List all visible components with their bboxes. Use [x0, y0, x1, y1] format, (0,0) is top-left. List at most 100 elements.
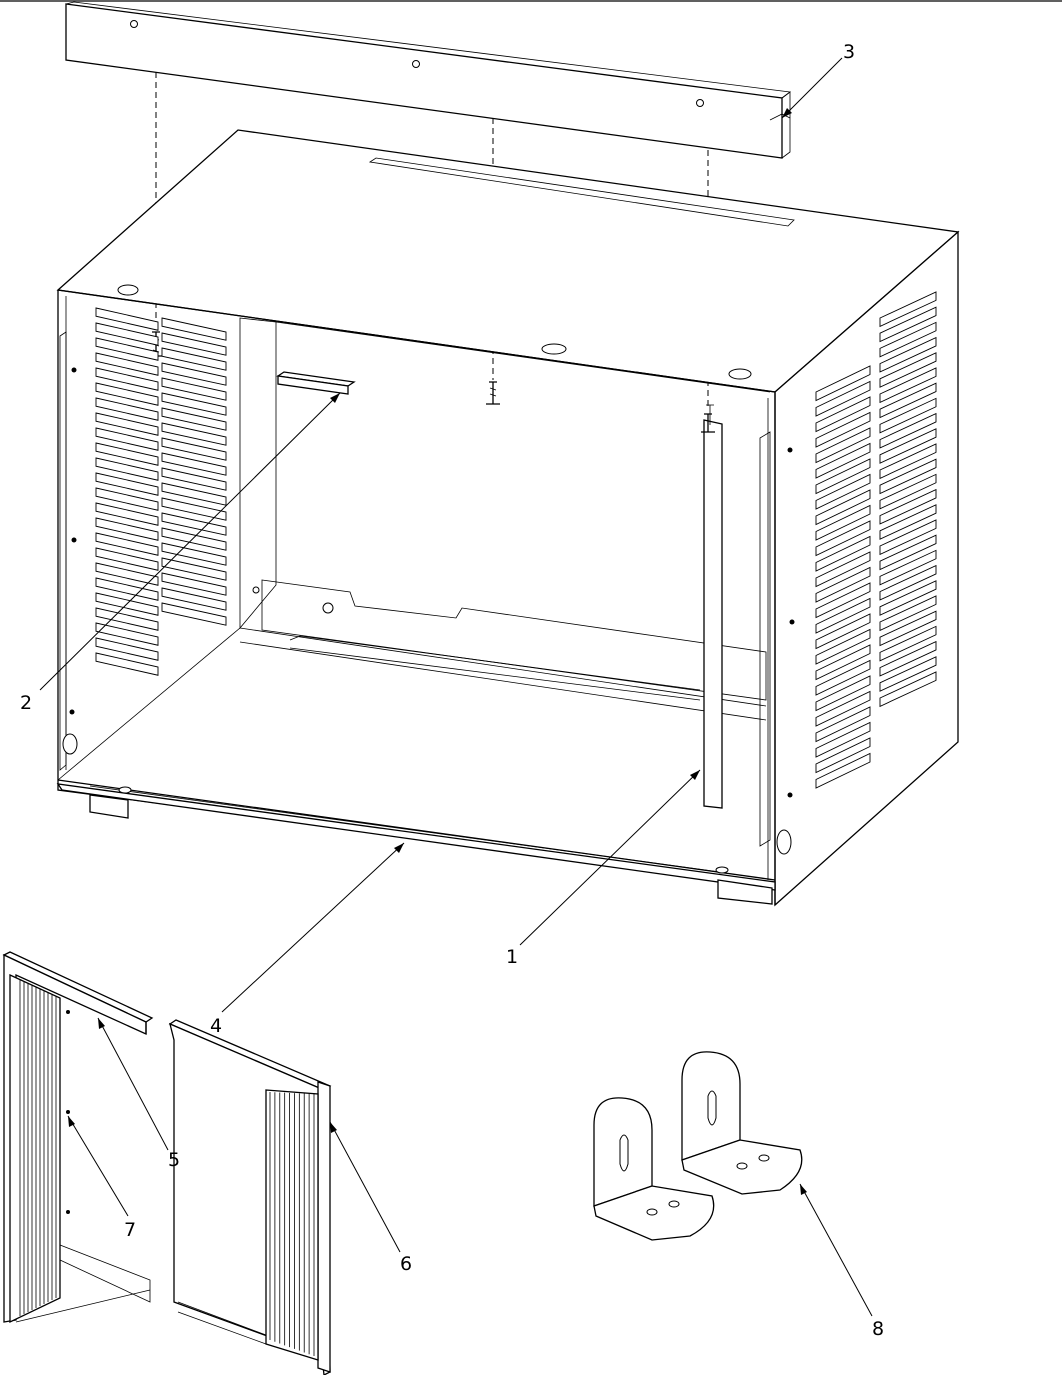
louver-slat	[95, 382, 159, 406]
louver-slat	[161, 437, 227, 461]
louver-slat	[95, 577, 159, 601]
louver-slat	[95, 637, 159, 661]
louver-slat	[879, 580, 937, 616]
louver-slat	[95, 517, 159, 541]
callout-5-label: 5	[168, 1149, 180, 1171]
callout-leaders	[39, 57, 873, 1317]
louver-slat	[161, 557, 227, 581]
callout-7-label: 7	[124, 1219, 136, 1241]
louver-slat	[161, 422, 227, 446]
right-panel-ribs	[269, 1092, 315, 1356]
louver-slat	[815, 644, 871, 681]
callout-6-label: 6	[400, 1253, 412, 1275]
louver-slat	[161, 362, 227, 386]
louver-slat	[815, 582, 871, 619]
screw-center	[486, 381, 500, 405]
louver-slat	[879, 367, 937, 404]
louver-slat	[815, 566, 871, 603]
top-rail-part	[65, 1, 792, 159]
callout-1-label: 1	[506, 946, 518, 968]
louver-slat	[815, 442, 871, 479]
louver-slat	[879, 671, 937, 708]
louver-slat	[815, 365, 871, 402]
louver-slat	[815, 628, 871, 665]
louver-slat	[161, 407, 227, 431]
louver-slat	[161, 602, 227, 626]
louver-slat	[815, 690, 871, 727]
louver-slat	[95, 547, 159, 571]
louver-slat	[95, 607, 159, 631]
louver-slat	[879, 336, 937, 373]
callout-2-label: 2	[20, 692, 32, 714]
louver-slat	[879, 488, 937, 525]
louver-slat	[879, 504, 937, 540]
callout-8-label: 8	[872, 1318, 884, 1340]
louver-slat	[815, 551, 871, 588]
louver-slat	[815, 473, 871, 510]
louver-slat	[879, 625, 937, 662]
louver-slat	[815, 659, 871, 696]
callout-4-label: 4	[210, 1015, 222, 1037]
mounting-bracket-rear	[681, 1051, 803, 1195]
louver-slat	[95, 652, 159, 676]
louver-slat	[879, 534, 937, 571]
louver-slat	[161, 572, 227, 596]
mounting-bracket-front	[593, 1097, 715, 1241]
louver-slat	[161, 452, 227, 476]
louver-slat	[815, 427, 871, 464]
louver-slat	[879, 458, 937, 495]
louver-slat	[879, 412, 937, 449]
louver-slat	[815, 721, 871, 758]
louver-slat	[95, 487, 159, 511]
louver-slat	[161, 467, 227, 491]
louver-slat	[879, 549, 937, 586]
louver-slat	[95, 322, 159, 346]
louver-slat	[95, 307, 159, 331]
louver-slat	[161, 542, 227, 566]
louver-slat	[95, 502, 159, 526]
louver-slat	[161, 347, 227, 371]
louver-slat	[95, 532, 159, 556]
louver-slat	[879, 595, 937, 632]
louver-slat	[815, 597, 871, 634]
callout-3-label: 3	[843, 41, 855, 63]
louver-slat	[815, 489, 871, 526]
louver-slat	[879, 428, 937, 464]
louver-slat	[815, 752, 871, 789]
louver-slat	[95, 472, 159, 496]
right-louvers-front	[815, 365, 871, 789]
louver-slat	[879, 473, 937, 510]
left-panel-ribs	[19, 980, 57, 1316]
louver-slat	[161, 497, 227, 521]
louver-slat	[95, 367, 159, 391]
louver-slat	[879, 443, 937, 480]
left-louvers-outer	[95, 307, 159, 676]
louver-slat	[879, 291, 937, 328]
right-louvers-rear	[879, 291, 937, 708]
louver-slat	[879, 519, 937, 556]
louver-slat	[815, 613, 871, 650]
louver-slat	[161, 377, 227, 401]
louver-slat	[161, 317, 227, 341]
louver-slat	[879, 306, 937, 343]
louver-slat	[95, 337, 159, 361]
louver-slat	[879, 352, 937, 388]
louver-slat	[879, 321, 937, 358]
louver-slat	[161, 392, 227, 416]
screw-right	[701, 413, 715, 433]
right-curtain-panel	[168, 1019, 332, 1375]
louver-slat	[879, 564, 937, 601]
louver-slat	[161, 512, 227, 536]
louver-slat	[95, 562, 159, 586]
louver-slat	[815, 458, 871, 495]
louver-slat	[815, 706, 871, 743]
louver-slat	[815, 520, 871, 557]
louver-slat	[95, 412, 159, 436]
louver-slat	[161, 332, 227, 356]
left-curtain-panel	[2, 951, 154, 1324]
louver-slat	[161, 587, 227, 611]
louver-slat	[879, 656, 937, 692]
louver-slat	[815, 737, 871, 774]
louver-slat	[815, 535, 871, 572]
